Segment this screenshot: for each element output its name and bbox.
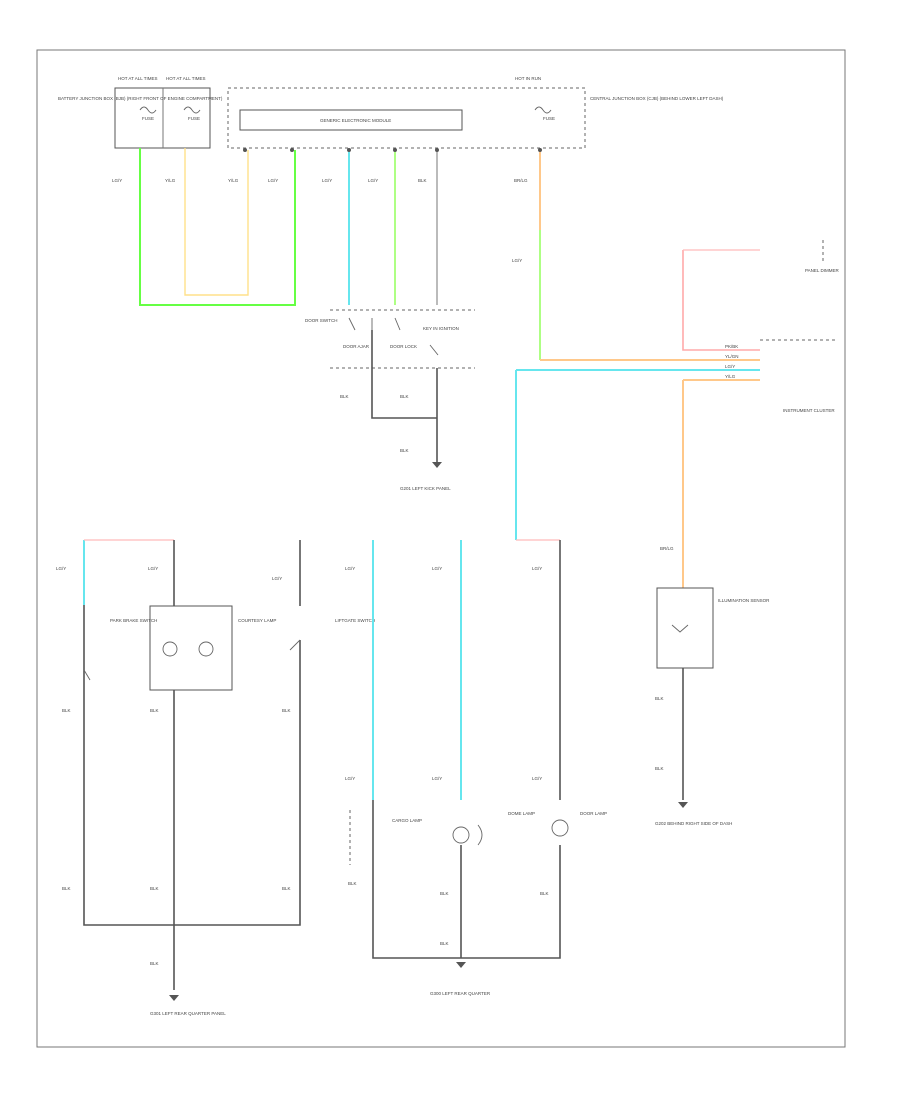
- cargo-lamp-label: CARGO LAMP: [392, 818, 422, 823]
- wire-label: BLK: [418, 178, 427, 183]
- wire-label: LG/Y: [148, 566, 158, 571]
- cluster-label: INSTRUMENT CLUSTER: [783, 408, 835, 413]
- fuse1-header: HOT AT ALL TIMES: [118, 76, 158, 81]
- wire-label: BLK: [540, 891, 549, 896]
- fuse-symbol-2: [183, 106, 201, 114]
- wire-label: BLK: [400, 448, 409, 453]
- wire-label: LG/Y: [322, 178, 332, 183]
- wire-label: BLK: [440, 891, 449, 896]
- wire-label: LG/Y: [345, 566, 355, 571]
- wire-label: BLK: [440, 941, 449, 946]
- illumination-sensor-circuit: ILLUMINATION SENSOR BR/LG BLK BLK G202 B…: [655, 546, 770, 826]
- wire-label: LG/Y: [268, 178, 278, 183]
- fuse-panel: GENERIC ELECTRONIC MODULE HOT AT ALL TIM…: [58, 76, 724, 149]
- liftgate-switch-label: LIFTGATE SWITCH: [335, 618, 375, 623]
- wire-label: YL/GN: [725, 354, 739, 359]
- dome-lamp-label: DOME LAMP: [508, 811, 535, 816]
- wire-label: LG/Y: [432, 776, 442, 781]
- illum-sensor-label: ILLUMINATION SENSOR: [718, 598, 770, 603]
- wire-label: LG/Y: [512, 258, 522, 263]
- door-lamp-label: DOOR LAMP: [580, 811, 607, 816]
- ajar-switch-label: DOOR AJAR: [343, 344, 370, 349]
- diagram-frame: [36, 49, 846, 1048]
- courtesy-lamp-box: [149, 605, 233, 691]
- bjb-note: BATTERY JUNCTION BOX (BJB) (RIGHT FRONT …: [58, 96, 223, 101]
- module-label: GENERIC ELECTRONIC MODULE: [320, 118, 391, 123]
- wire-label: BLK: [282, 708, 291, 713]
- wire-label: BR/LG: [514, 178, 528, 183]
- door-switch-block: DOOR SWITCH DOOR AJAR DOOR LOCK KEY IN I…: [305, 309, 475, 491]
- wire-label: BLK: [150, 708, 159, 713]
- wire-label: BLK: [340, 394, 349, 399]
- wire-label: LG/Y: [532, 566, 542, 571]
- wire-label: LG/Y: [56, 566, 66, 571]
- ground-g4: G202 BEHIND RIGHT SIDE OF DASH: [655, 821, 732, 826]
- illum-sensor-box: [656, 587, 714, 669]
- wire-red-dimmer: [682, 250, 760, 351]
- wire-label: LG/Y: [345, 776, 355, 781]
- cjb-note: CENTRAL JUNCTION BOX (CJB) (BEHIND LOWER…: [590, 96, 724, 101]
- wire-label: BLK: [655, 766, 664, 771]
- wire-label: LG/Y: [368, 178, 378, 183]
- courtesy-lamp-label: COURTESY LAMP: [238, 618, 276, 623]
- ground-g3: G300 LEFT REAR QUARTER: [430, 991, 491, 996]
- fuse-symbol-3: [534, 106, 552, 114]
- wire-label: BLK: [62, 708, 71, 713]
- wire-label: Y/LG: [725, 374, 736, 379]
- wire-lg-loop: [139, 148, 296, 306]
- wire-label: Y/LG: [165, 178, 176, 183]
- junction-box-main: [227, 87, 586, 149]
- lower-lamp-circuit: LG/Y LG/Y LG/Y LG/Y LG/Y LG/Y CARGO LAMP…: [345, 539, 607, 996]
- fuse1-label: FUSE: [142, 116, 154, 121]
- instrument-cluster-connector: PANEL DIMMER INSTRUMENT CLUSTER PK/BK YL…: [515, 240, 840, 588]
- door-switch-top: DOOR SWITCH: [305, 318, 338, 323]
- wire-label: BLK: [150, 961, 159, 966]
- wire-label: LG/Y: [725, 364, 735, 369]
- fuse2-label: FUSE: [188, 116, 200, 121]
- wire-label: PK/BK: [725, 344, 738, 349]
- ground-g1: G201 LEFT KICK PANEL: [400, 486, 451, 491]
- wire-label: LG/Y: [432, 566, 442, 571]
- wire-label: LG/Y: [532, 776, 542, 781]
- lock-switch-label: DOOR LOCK: [390, 344, 417, 349]
- dimmer-label: PANEL DIMMER: [805, 268, 840, 273]
- park-brake-label: PARK BRAKE SWITCH: [110, 618, 157, 623]
- top-wires: LG/Y Y/LG Y/LG LG/Y LG/Y LG/Y BLK BR/LG …: [112, 148, 760, 361]
- wire-label: BLK: [150, 886, 159, 891]
- wire-label: BLK: [282, 886, 291, 891]
- wire-label: BLK: [400, 394, 409, 399]
- fuse-symbol-1: [139, 106, 157, 114]
- fuse2-header: HOT AT ALL TIMES: [166, 76, 206, 81]
- wire-label: BLK: [348, 881, 357, 886]
- wire-label: BR/LG: [660, 546, 674, 551]
- wire-label: LG/Y: [112, 178, 122, 183]
- wire-label: BLK: [655, 696, 664, 701]
- wire-yellow-loop: [184, 148, 249, 296]
- fuse3-label: FUSE: [543, 116, 555, 121]
- wire-label: Y/LG: [228, 178, 239, 183]
- generic-module-box: [239, 109, 463, 131]
- lower-left-circuit: LG/Y LG/Y LG/Y PARK BRAKE SWITCH COURTES…: [56, 539, 375, 1016]
- wire-label: BLK: [62, 886, 71, 891]
- ground-g2: G301 LEFT REAR QUARTER PANEL: [150, 1011, 226, 1016]
- wire-label: LG/Y: [272, 576, 282, 581]
- key-switch-label: KEY IN IGNITION: [423, 326, 459, 331]
- fuse3-header: HOT IN RUN: [515, 76, 541, 81]
